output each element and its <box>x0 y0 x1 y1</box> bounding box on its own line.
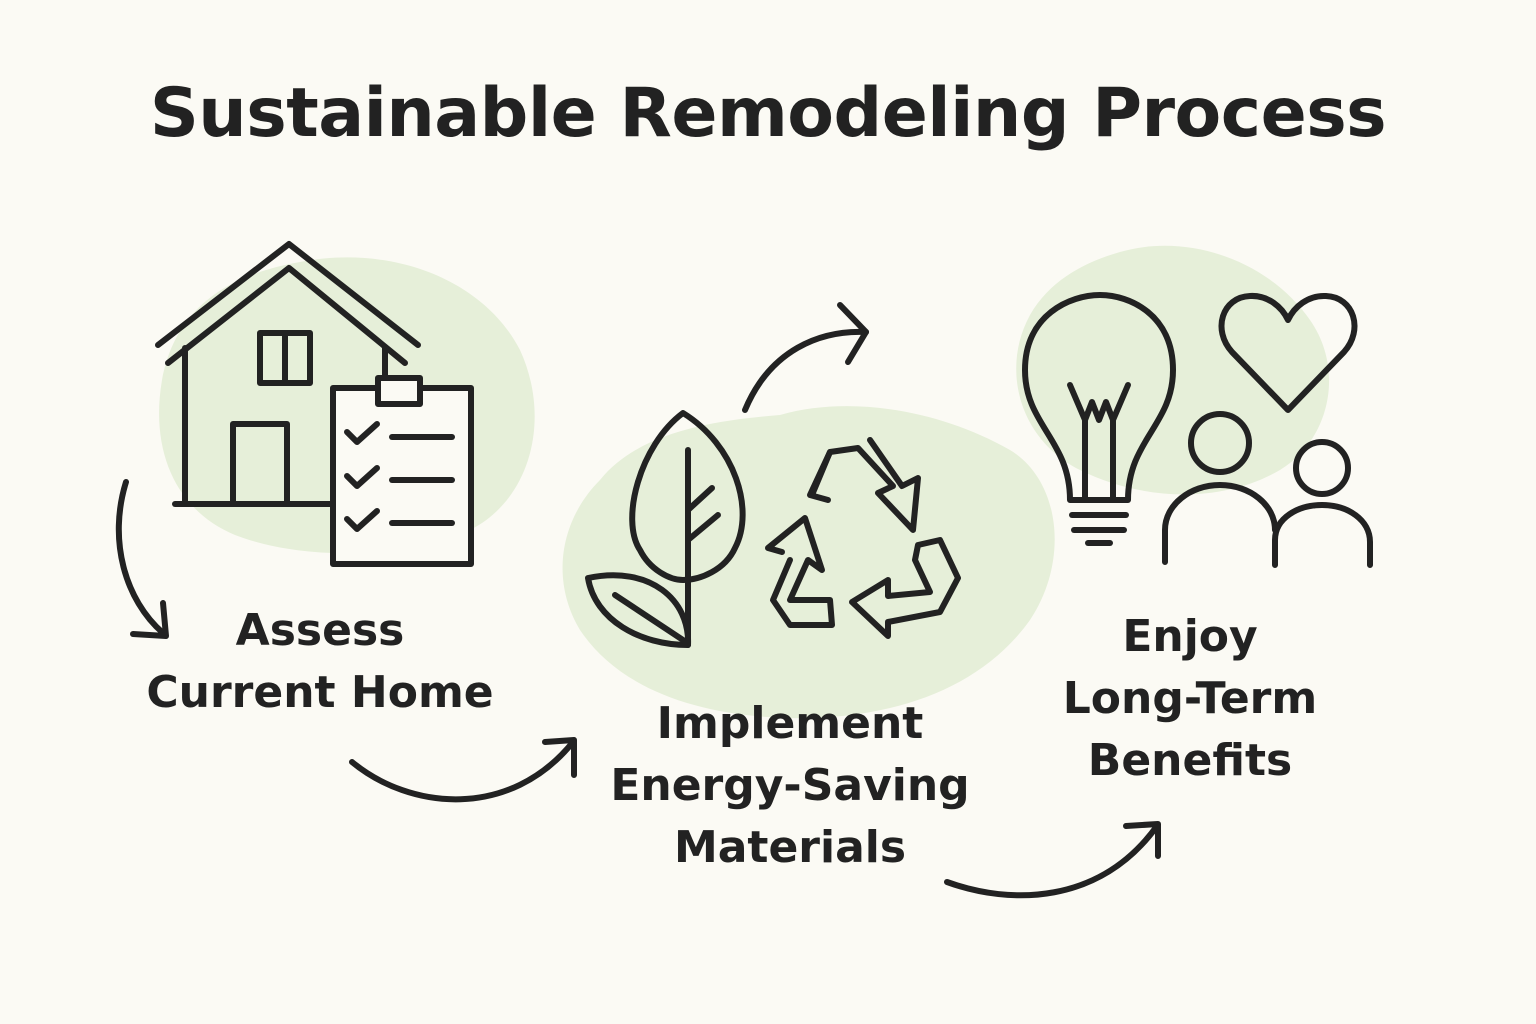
step-2-label-line: Energy-Saving <box>610 760 970 811</box>
checklist-icon <box>330 375 474 567</box>
curved-arrow-step-1-to-2 <box>349 737 577 803</box>
curved-arrow-step-2-to-3 <box>944 821 1161 899</box>
people-icon <box>1162 411 1373 568</box>
step-1-label-line: Assess <box>235 605 405 656</box>
curved-arrow-step-2-top <box>742 302 869 413</box>
step-2-label: Implement Energy-Saving Materials <box>570 693 1010 879</box>
lightbulb-icon <box>1022 292 1176 546</box>
step-1-label: Assess Current Home <box>120 600 520 724</box>
step-2-label-line: Materials <box>673 822 907 873</box>
curved-arrow-left <box>115 479 169 639</box>
step-3-label: Enjoy Long-Term Benefits <box>1000 606 1380 792</box>
heart-icon <box>1218 292 1358 413</box>
step-2-label-line: Implement <box>656 698 924 749</box>
step-3-label-line: Enjoy <box>1122 611 1258 662</box>
house-icon <box>155 241 421 507</box>
diagram-title: Sustainable Remodeling Process <box>149 74 1387 153</box>
recycle-icon <box>765 437 961 639</box>
step-1-label-line: Current Home <box>146 667 494 718</box>
step-3-label-line: Benefits <box>1087 735 1293 786</box>
leaf-plant-icon <box>585 410 746 648</box>
step-3-label-line: Long-Term <box>1062 673 1318 724</box>
